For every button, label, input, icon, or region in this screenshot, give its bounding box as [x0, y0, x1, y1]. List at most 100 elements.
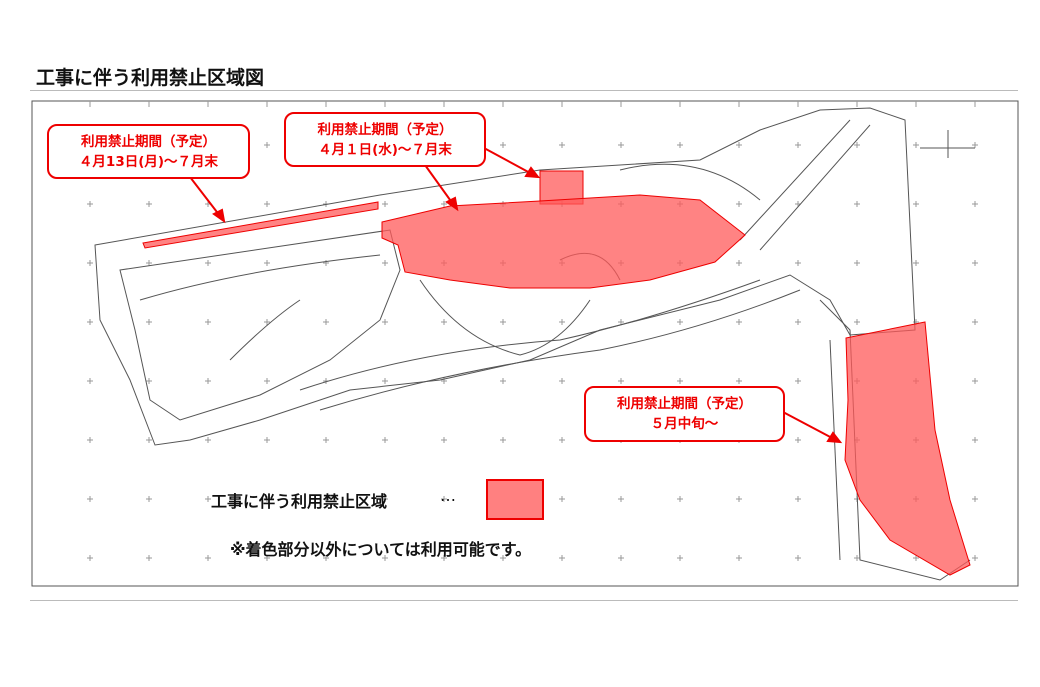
grid-mark [264, 201, 270, 207]
bottom-divider [30, 600, 1018, 601]
grid-mark [146, 319, 152, 325]
grid-mark [913, 142, 919, 148]
grid-mark [382, 201, 388, 207]
legend-label: 工事に伴う利用禁止区域 [211, 492, 388, 511]
grid-mark [795, 378, 801, 384]
grid-mark [972, 319, 978, 325]
callout-west-line2: ４月13日(月)～７月末 [78, 153, 219, 170]
grid-mark [618, 378, 624, 384]
grid-mark [677, 319, 683, 325]
restricted-zone-west-strip [142, 201, 379, 249]
grid-mark [146, 555, 152, 561]
grid-mark [87, 496, 93, 502]
grid-mark [972, 142, 978, 148]
grid-mark [264, 378, 270, 384]
grid-mark [736, 201, 742, 207]
grid-mark [323, 319, 329, 325]
grid-mark [87, 555, 93, 561]
grid-mark [913, 555, 919, 561]
grid-mark [323, 437, 329, 443]
grid-mark [972, 496, 978, 502]
grid-mark [264, 319, 270, 325]
grid-mark [736, 260, 742, 266]
grid-mark [146, 378, 152, 384]
grid-mark [500, 378, 506, 384]
grid-mark [795, 142, 801, 148]
restricted-zones [142, 170, 971, 576]
grid-mark [264, 496, 270, 502]
grid-mark [323, 496, 329, 502]
grid-mark [500, 437, 506, 443]
grid-mark [559, 555, 565, 561]
callout-arrows [189, 147, 843, 444]
callout-west: 利用禁止期間（予定） ４月13日(月)～７月末 [47, 124, 250, 179]
grid-mark [500, 555, 506, 561]
grid-mark [972, 201, 978, 207]
park-outline [94, 107, 971, 581]
grid-mark [972, 437, 978, 443]
grid-mark [146, 260, 152, 266]
grid-mark [441, 201, 447, 207]
grid-mark [205, 260, 211, 266]
grid-mark [441, 437, 447, 443]
grid-mark [205, 555, 211, 561]
grid-mark [205, 378, 211, 384]
map-frame [31, 100, 1019, 587]
grid-mark [677, 378, 683, 384]
grid-mark [795, 496, 801, 502]
grid-mark [500, 319, 506, 325]
grid-mark [87, 319, 93, 325]
grid-mark [87, 201, 93, 207]
restricted-zone-east [844, 321, 971, 576]
legend-separator: … [440, 486, 456, 505]
grid-mark [87, 260, 93, 266]
grid-mark [559, 496, 565, 502]
grid-mark [146, 496, 152, 502]
grid-mark [87, 378, 93, 384]
callout-central: 利用禁止期間（予定） ４月１日(水)～７月末 [284, 112, 486, 167]
grid-mark [323, 555, 329, 561]
callout-east-line2: ５月中旬～ [650, 416, 719, 432]
usage-note: ※着色部分以外については利用可能です。 [230, 540, 532, 559]
grid-mark [205, 496, 211, 502]
grid-mark [382, 319, 388, 325]
grid-mark [382, 437, 388, 443]
grid-mark [854, 319, 860, 325]
grid-mark [854, 142, 860, 148]
grid-mark [677, 142, 683, 148]
grid-mark [795, 260, 801, 266]
restricted-zone-central [381, 194, 746, 289]
title-divider [30, 90, 1018, 91]
grid-mark [559, 142, 565, 148]
grid-mark [205, 319, 211, 325]
grid-mark [677, 496, 683, 502]
grid-mark [264, 142, 270, 148]
grid-mark [559, 319, 565, 325]
callout-central-line2: ４月１日(水)～７月末 [318, 141, 452, 158]
grid-mark [441, 555, 447, 561]
grid-mark [323, 260, 329, 266]
grid-mark [382, 496, 388, 502]
grid-mark [264, 555, 270, 561]
grid-mark [559, 378, 565, 384]
grid-mark [854, 555, 860, 561]
grid-mark [736, 378, 742, 384]
grid-mark [913, 260, 919, 266]
grid-mark [795, 555, 801, 561]
grid-mark [146, 201, 152, 207]
callout-east: 利用禁止期間（予定） ５月中旬～ [584, 386, 785, 442]
grid-mark [146, 437, 152, 443]
grid-mark [441, 496, 447, 502]
grid-mark [205, 437, 211, 443]
grid-mark [264, 437, 270, 443]
grid-mark [264, 260, 270, 266]
grid-mark [972, 555, 978, 561]
grid-mark [854, 260, 860, 266]
grid-mark [913, 201, 919, 207]
legend-swatch [486, 479, 544, 520]
grid-mark [618, 555, 624, 561]
grid-mark [500, 142, 506, 148]
grid-mark [972, 260, 978, 266]
callout-east-line1: 利用禁止期間（予定） [617, 396, 752, 412]
